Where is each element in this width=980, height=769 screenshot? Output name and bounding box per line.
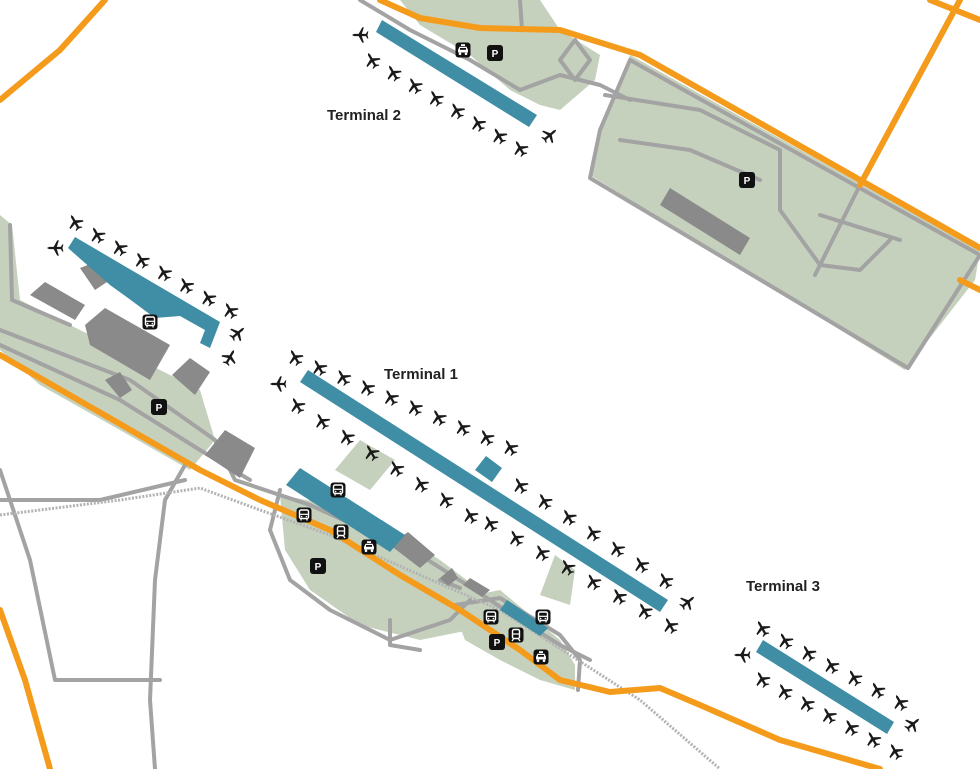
plane-icon [862,728,884,751]
plane-icon [335,425,358,448]
plane-icon [889,691,911,714]
train-icon[interactable] [333,524,349,540]
parking-icon[interactable]: P [310,558,326,574]
plane-icon [505,526,527,549]
plane-icon [676,590,700,614]
bus-icon[interactable] [483,609,499,625]
plane-icon [197,286,219,309]
svg-text:P: P [492,49,499,60]
plane-icon [475,426,497,449]
plane-icon [445,99,468,122]
plane-icon [839,716,862,739]
plane-icon [654,569,676,592]
terminal-3-label: Terminal 3 [746,578,820,595]
plane-icon [530,541,553,564]
plane-icon [219,346,241,369]
plane-icon [751,668,773,691]
plane-icon [773,680,795,703]
bus-icon[interactable] [330,482,346,498]
railway [0,486,721,769]
plane-icon [538,123,562,147]
plane-icon [884,740,906,763]
plane-icon [533,489,555,512]
plane-icon [459,504,481,527]
bus-icon[interactable] [142,314,158,330]
bus-icon[interactable] [535,609,551,625]
train-icon[interactable] [508,627,524,643]
svg-text:P: P [744,176,751,187]
plane-icon [605,537,628,560]
plane-icon [797,641,819,664]
plane-icon [332,366,354,389]
taxi-icon[interactable] [361,539,377,555]
plane-icon [403,74,426,97]
plane-icon [424,86,447,109]
plane-icon [286,394,308,417]
plane-icon [427,406,450,429]
plane-icon [130,248,153,271]
plane-icon [817,704,840,727]
gray-buildings [30,188,750,597]
plane-icon [46,240,64,256]
terminal-2-label: Terminal 2 [327,107,401,124]
plane-icon [382,61,404,84]
plane-icon [311,409,333,432]
plane-icon [219,299,241,322]
bus-icon[interactable] [296,507,312,523]
taxi-icon[interactable] [455,42,471,58]
plane-icon [488,124,510,147]
parking-icon[interactable]: P [487,45,503,61]
parking-icon[interactable]: P [739,172,755,188]
plane-icon [284,346,306,369]
plane-icon [451,416,474,439]
terminal-1-label: Terminal 1 [384,366,458,383]
plane-icon [409,472,432,495]
plane-icon [509,474,531,497]
plane-icon [269,376,287,392]
plane-icon [866,678,888,701]
plane-icon [509,137,531,160]
plane-icon [843,666,865,689]
terminal-buildings [68,20,894,734]
plane-icon [403,396,426,419]
plane-icon [479,512,501,535]
plane-icon [557,505,580,528]
plane-icon [901,712,925,736]
plane-icon [820,654,842,677]
svg-text:P: P [156,403,163,414]
plane-icon [361,49,383,72]
parking-icon[interactable]: P [151,399,167,415]
svg-text:P: P [315,562,322,573]
service-badges: P P P P P [142,42,755,665]
plane-icon [226,321,250,345]
plane-icon [630,553,652,576]
plane-icon [434,488,457,511]
plane-icon [64,211,86,234]
plane-icon [152,261,175,284]
svg-text:P: P [494,638,501,649]
plane-icon [379,386,402,409]
plane-icon [581,521,604,544]
taxi-icon[interactable] [533,649,549,665]
plane-icon [751,617,773,640]
plane-icon [733,647,751,663]
plane-icon [467,112,489,134]
plane-icon [355,376,378,399]
plane-icon [86,223,108,246]
plane-icon [175,274,197,296]
plane-icon [108,236,131,259]
plane-icon [351,27,369,43]
plane-icon [499,436,521,459]
parking-icon[interactable]: P [489,634,505,650]
plane-icon [795,692,818,715]
plane-icon [659,614,681,637]
plane-icon [774,629,796,652]
